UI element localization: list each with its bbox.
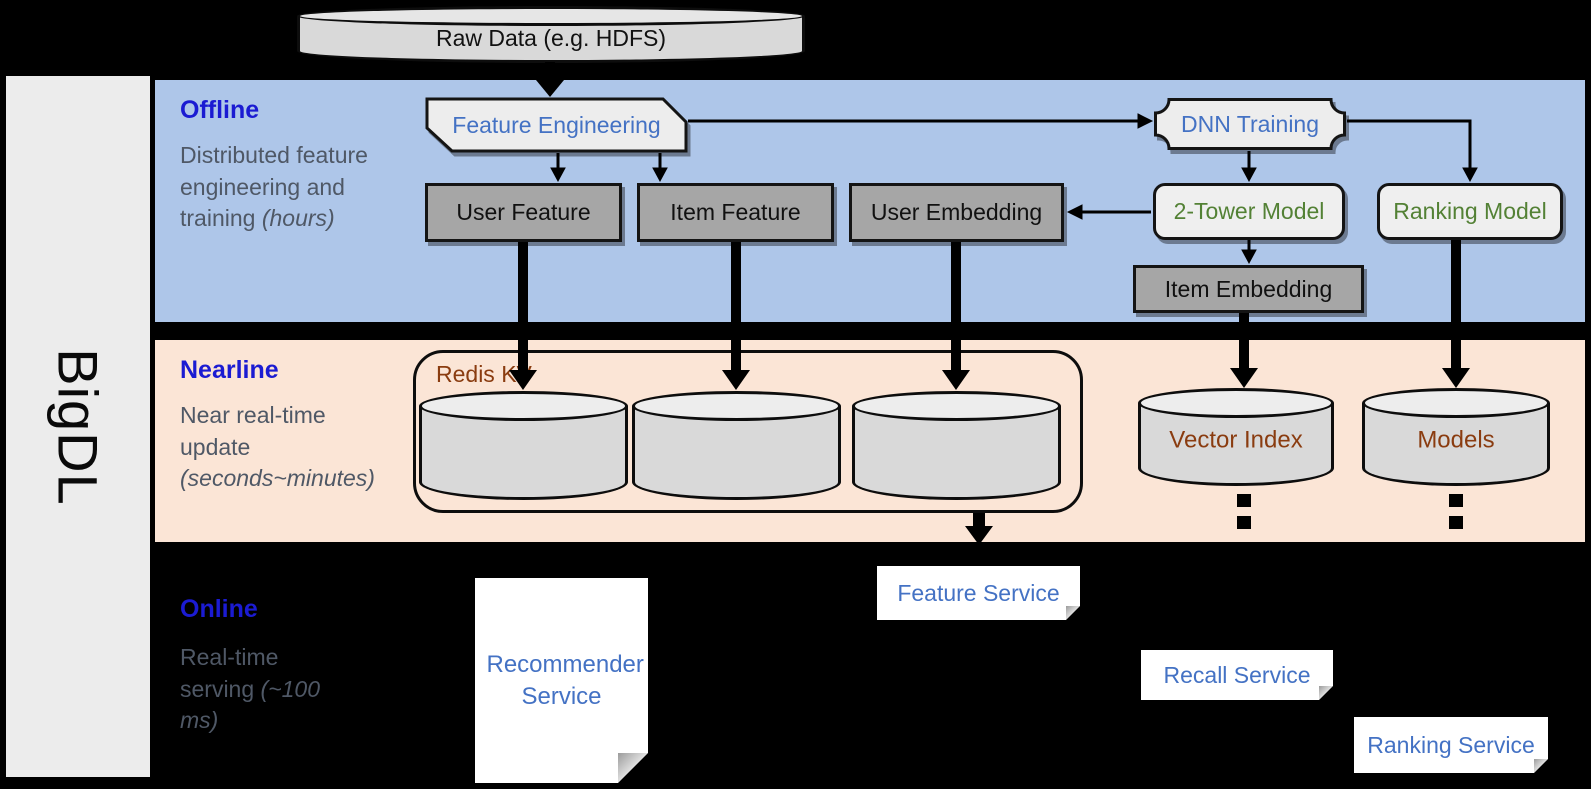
offline-description-italic: (hours) [261, 205, 335, 232]
cylinder-top [1138, 388, 1334, 418]
redis-shard-cylinder-1 [419, 391, 628, 500]
user-embedding-label: User Embedding [870, 199, 1043, 225]
item-embedding-label: Item Embedding [1164, 275, 1333, 302]
cylinder-top [419, 391, 628, 421]
ranking-service-label: Ranking Service [1367, 731, 1535, 758]
raw-data-label: Raw Data (e.g. HDFS) [435, 24, 667, 51]
models-store: Models [1362, 388, 1550, 486]
user-feature-node: User Feature [425, 183, 622, 242]
dnn-training-shape [1154, 98, 1346, 150]
online-description: Real-time serving (~100 ms) [180, 642, 352, 737]
page-fold-icon [1319, 686, 1333, 700]
two-tower-model-label: 2-Tower Model [1173, 198, 1325, 224]
cylinder-top [852, 391, 1061, 421]
raw-data-cylinder-top [297, 6, 805, 26]
user-embedding-node: User Embedding [849, 183, 1064, 242]
ranking-service-doc: Ranking Service [1354, 717, 1548, 773]
nearline-title: Nearline [180, 356, 279, 384]
cylinder-top [632, 391, 841, 421]
cylinder-body [632, 406, 841, 500]
user-feature-label: User Feature [456, 199, 591, 225]
nearline-description-italic: (seconds~minutes) [180, 465, 375, 492]
page-fold-icon [1066, 606, 1080, 620]
redis-kv-label: Redis KV [436, 361, 532, 387]
redis-shard-cylinder-2 [632, 391, 841, 500]
recall-service-doc: Recall Service [1141, 650, 1333, 700]
item-feature-node: Item Feature [637, 183, 834, 242]
nearline-description-text: Near real-time update [180, 402, 326, 460]
online-description-italic: (~100 ms) [180, 675, 321, 734]
models-label: Models [1417, 426, 1495, 454]
vector-index-store: Vector Index [1138, 388, 1334, 486]
dnn-training-label: DNN Training [1180, 110, 1320, 137]
bigdl-label: BigDL [46, 347, 110, 506]
cylinder-body [419, 406, 628, 500]
raw-data-store: Raw Data (e.g. HDFS) [297, 6, 805, 63]
bigdl-sidebar: BigDL [6, 76, 150, 777]
item-embedding-node: Item Embedding [1133, 265, 1364, 313]
recommender-service-doc: Recommender Service [475, 578, 648, 783]
cylinder-body [852, 406, 1061, 500]
item-feature-label: Item Feature [670, 199, 801, 225]
recommender-service-label: Recommender Service [486, 651, 644, 710]
feature-engineering-label: Feature Engineering [452, 111, 661, 138]
redis-shard-cylinder-3 [852, 391, 1061, 500]
feature-service-label: Feature Service [897, 579, 1060, 606]
dnn-training-node: DNN Training [1153, 97, 1347, 151]
online-description-text: Real-time serving [180, 644, 279, 702]
page-fold-icon [1534, 759, 1548, 773]
ranking-model-label: Ranking Model [1393, 198, 1547, 224]
offline-title: Offline [180, 96, 260, 124]
cylinder-body [1362, 403, 1550, 486]
page-fold-icon [618, 753, 648, 783]
recall-service-label: Recall Service [1163, 661, 1311, 688]
feature-engineering-node: Feature Engineering [425, 97, 688, 153]
two-tower-model-node: 2-Tower Model [1153, 183, 1345, 240]
ranking-model-node: Ranking Model [1377, 183, 1563, 240]
online-title: Online [180, 595, 258, 623]
offline-description-text: Distributed feature engineering and trai… [180, 142, 368, 232]
offline-description: Distributed feature engineering and trai… [180, 140, 392, 235]
nearline-description: Near real-time update (seconds~minutes) [180, 400, 400, 495]
vector-index-label: Vector Index [1169, 426, 1303, 454]
feature-engineering-shape [425, 97, 688, 153]
feature-service-doc: Feature Service [877, 566, 1080, 620]
cylinder-top [1362, 388, 1550, 418]
